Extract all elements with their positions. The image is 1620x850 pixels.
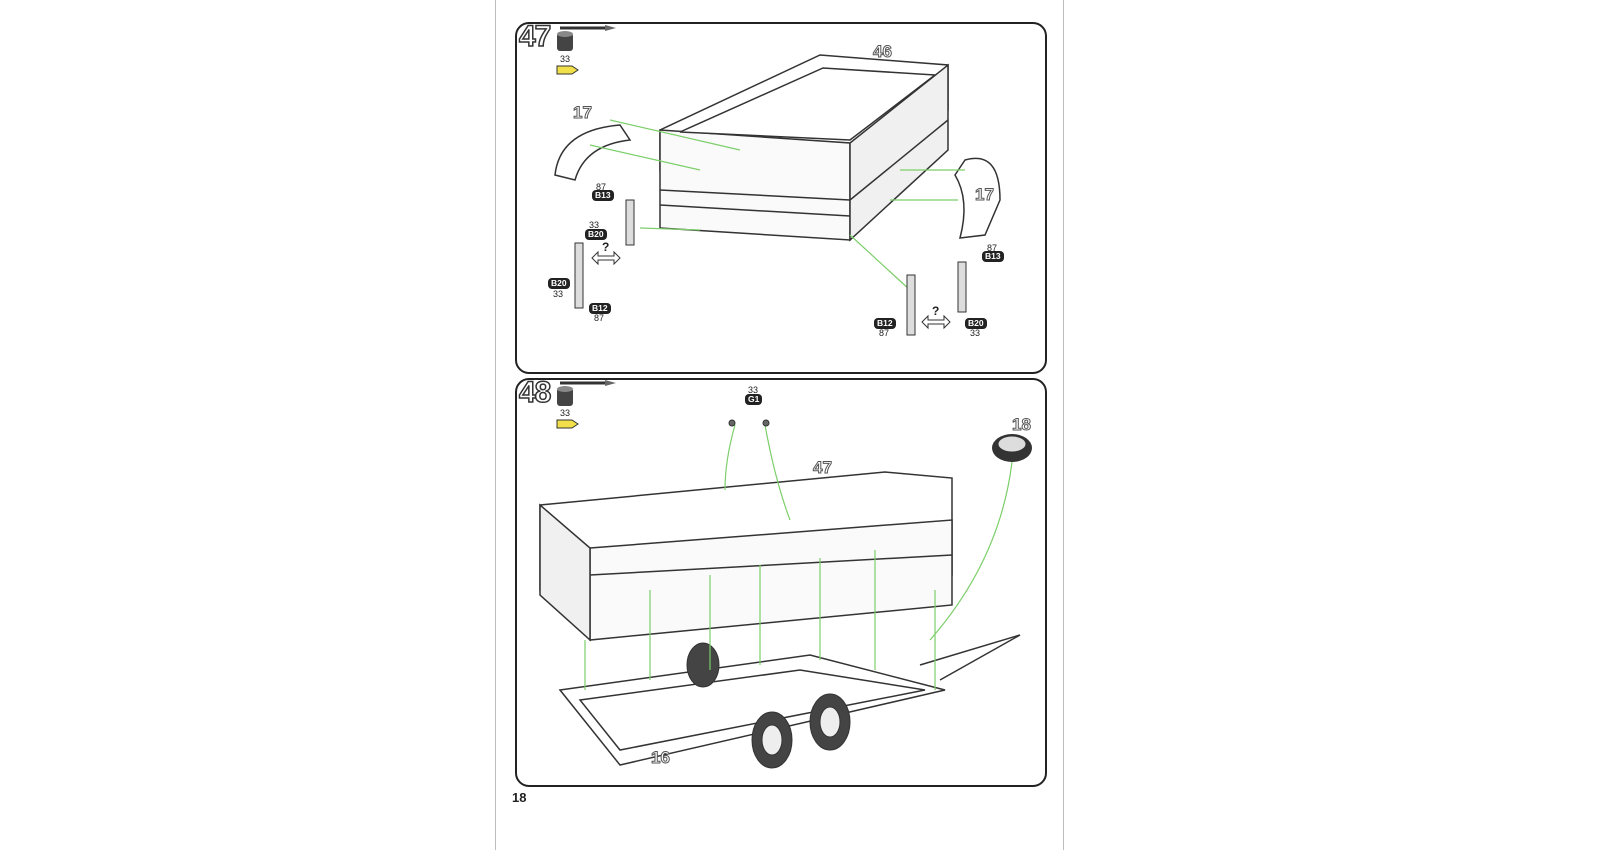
chassis-16 bbox=[558, 634, 1021, 766]
page-number: 18 bbox=[512, 790, 527, 805]
fender-right bbox=[954, 157, 1001, 239]
callout-paint: 33 bbox=[589, 220, 600, 230]
paint-brush-icon bbox=[560, 380, 616, 386]
callout-paint: 87 bbox=[594, 313, 605, 323]
jack-stands bbox=[574, 199, 967, 336]
callout-part-b20: B20 bbox=[585, 229, 607, 240]
fender-left bbox=[554, 124, 632, 181]
callout-part-b12: B12 bbox=[589, 303, 611, 314]
step-48-number: 48 bbox=[518, 375, 552, 410]
callout-part-b13: B13 bbox=[982, 251, 1004, 262]
callout-part-b12: B12 bbox=[874, 318, 896, 329]
callout-paint: 87 bbox=[987, 243, 998, 253]
guide-lines bbox=[589, 119, 965, 291]
callout-part-b20: B20 bbox=[548, 278, 570, 289]
spare-wheel-18 bbox=[992, 434, 1032, 462]
glue-tube-icon bbox=[556, 419, 579, 429]
step-47-number: 47 bbox=[518, 19, 552, 54]
option-question-mark: ? bbox=[602, 240, 610, 254]
part-16-label: 16 bbox=[651, 748, 671, 768]
guide-lines bbox=[584, 424, 1013, 690]
callout-paint: 33 bbox=[970, 328, 981, 338]
paint-pot-icon bbox=[557, 31, 573, 51]
callout-part-b13: B13 bbox=[592, 190, 614, 201]
part-46-label: 46 bbox=[873, 42, 893, 62]
callout-part-b20: B20 bbox=[965, 318, 987, 329]
part-47-label: 47 bbox=[813, 458, 833, 478]
part-17-left-label: 17 bbox=[573, 103, 593, 123]
paint-pot-icon bbox=[557, 386, 573, 406]
callout-paint: 33 bbox=[553, 289, 564, 299]
page-edge-left bbox=[495, 0, 496, 850]
glue-tube-icon bbox=[556, 65, 579, 75]
callout-paint: 87 bbox=[879, 328, 890, 338]
step-48-paint-code: 33 bbox=[559, 408, 570, 418]
cargo-box-46 bbox=[659, 54, 949, 242]
callout-paint: 87 bbox=[596, 182, 607, 192]
cargo-box-47 bbox=[539, 471, 953, 642]
callout-part-g1: G1 bbox=[745, 394, 763, 405]
callout-paint: 33 bbox=[748, 385, 759, 395]
page-edge-right bbox=[1063, 0, 1064, 850]
wheels bbox=[686, 642, 851, 769]
swap-arrow-icon bbox=[591, 250, 951, 330]
clip-parts bbox=[728, 419, 770, 427]
part-17-right-label: 17 bbox=[975, 185, 995, 205]
option-question-mark: ? bbox=[932, 304, 940, 318]
paint-brush-icon bbox=[560, 25, 616, 31]
step-47-paint-code: 33 bbox=[559, 54, 570, 64]
part-18-label: 18 bbox=[1012, 415, 1032, 435]
